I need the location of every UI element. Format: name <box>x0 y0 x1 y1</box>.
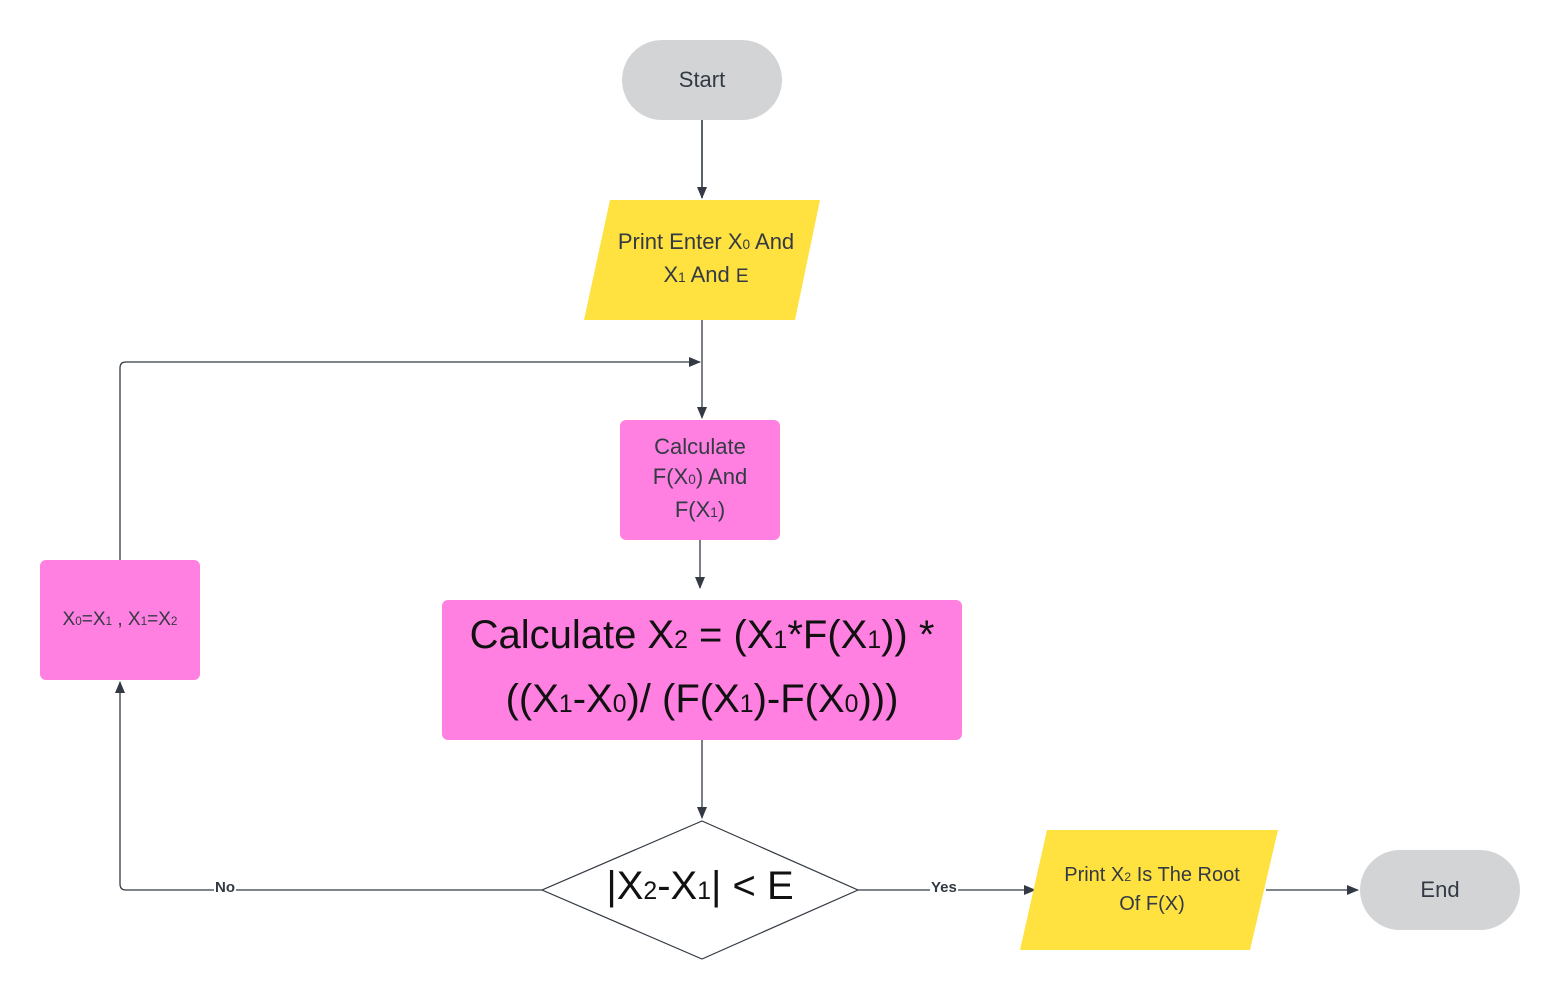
calc-x2-text-part: )-F(X <box>753 677 845 721</box>
output-text-part: Print X <box>1064 864 1125 886</box>
calc-f-node[interactable]: Calculate F(X0) And F(X1) <box>620 420 780 540</box>
calc-x2-subscript: 1 <box>739 691 754 718</box>
end-node[interactable]: End <box>1360 850 1520 930</box>
input-text-part: X <box>663 262 679 287</box>
start-label: Start <box>678 67 726 92</box>
update-text-part: X <box>62 609 76 630</box>
input-text-part: And <box>750 229 795 254</box>
edge-label-yes: Yes <box>930 879 958 896</box>
input-parallelogram-shape <box>584 200 820 320</box>
input-node-text: Print Enter X0 And X1 And E <box>618 227 794 293</box>
calc-f-subscript: 1 <box>710 505 718 520</box>
start-node[interactable]: Start <box>622 40 782 120</box>
calc-x2-subscript: 1 <box>867 627 882 654</box>
input-subscript: 1 <box>678 270 686 285</box>
decision-subscript: 2 <box>643 877 658 905</box>
update-subscript: 1 <box>105 615 113 628</box>
output-node[interactable]: Print X2 Is The Root Of F(X) <box>1038 830 1266 950</box>
output-parallelogram-shape <box>1020 830 1278 950</box>
calc-f-line-3: F(X1) <box>653 495 747 528</box>
input-line-2: X1 And E <box>618 260 794 293</box>
decision-diamond-shape <box>540 820 860 960</box>
calc-x2-text-part: ))) <box>858 677 899 721</box>
decision-subscript: 1 <box>697 877 711 905</box>
calc-x2-text-part: )/ (F(X <box>626 677 740 721</box>
calc-x2-text: Calculate X2 = (X1*F(X1)) * ((X1-X0)/ (F… <box>470 606 935 734</box>
calc-f-text-part: ) <box>717 497 726 522</box>
calc-f-line-1: Calculate <box>654 434 746 459</box>
calc-x2-line-1: Calculate X2 = (X1*F(X1)) * <box>470 606 935 670</box>
update-text-part: =X <box>147 609 171 630</box>
calc-x2-text-part: = (X <box>687 613 774 657</box>
update-node[interactable]: X0=X1 , X1=X2 <box>40 560 200 680</box>
update-text-part: , X <box>112 609 141 630</box>
update-subscript: 1 <box>140 615 148 628</box>
calc-x2-line-2: ((X1-X0)/ (F(X1)-F(X0))) <box>470 670 935 734</box>
output-line-2: Of F(X) <box>1119 893 1185 915</box>
calc-x2-text-part: -X <box>572 677 613 721</box>
calc-x2-subscript: 1 <box>773 627 788 654</box>
input-node[interactable]: Print Enter X0 And X1 And E <box>600 200 812 320</box>
calc-x2-text-part: )) * <box>881 613 935 657</box>
edge-update-loop-back <box>119 357 701 560</box>
update-subscript: 2 <box>170 615 178 628</box>
calc-f-text-part: F(X <box>674 497 711 522</box>
edge-decision-no-to-update <box>115 681 542 891</box>
update-text-part: =X <box>81 609 106 630</box>
calc-x2-node[interactable]: Calculate X2 = (X1*F(X1)) * ((X1-X0)/ (F… <box>442 600 962 740</box>
calc-x2-text-part: Calculate X <box>469 613 675 657</box>
calc-x2-subscript: 0 <box>844 691 859 718</box>
decision-text-part: |X <box>606 863 644 908</box>
decision-node[interactable]: |X2-X1| < E <box>580 850 820 922</box>
calc-f-text-part: ) And <box>695 464 748 489</box>
input-text-part: E <box>735 266 749 287</box>
input-line-1: Print Enter X0 And <box>618 227 794 260</box>
calc-f-text: Calculate F(X0) And F(X1) <box>653 432 747 528</box>
calc-x2-subscript: 1 <box>558 691 573 718</box>
input-subscript: 0 <box>742 237 751 252</box>
update-subscript: 0 <box>75 615 82 628</box>
decision-text-part: | < E <box>711 863 794 908</box>
decision-text: |X2-X1| < E <box>606 864 793 909</box>
output-node-text: Print X2 Is The Root Of F(X) <box>1064 862 1240 918</box>
calc-f-subscript: 0 <box>688 472 696 487</box>
calc-x2-text-part: ((X <box>505 677 559 721</box>
output-line-1: Print X2 Is The Root <box>1064 862 1240 891</box>
calc-f-line-2: F(X0) And <box>653 462 747 495</box>
calc-x2-subscript: 2 <box>674 627 688 654</box>
output-text-part: Is The Root <box>1131 864 1240 886</box>
calc-x2-subscript: 0 <box>612 691 627 718</box>
update-text: X0=X1 , X1=X2 <box>63 609 178 631</box>
calc-f-text-part: F(X <box>652 464 689 489</box>
input-text-part: And <box>685 262 736 287</box>
input-text-part: Print Enter X <box>617 229 743 254</box>
calc-x2-text-part: *F(X <box>787 613 868 657</box>
output-subscript: 2 <box>1124 870 1132 884</box>
decision-text-part: -X <box>657 863 698 908</box>
edge-label-no: No <box>214 879 236 896</box>
end-label: End <box>1420 877 1460 902</box>
